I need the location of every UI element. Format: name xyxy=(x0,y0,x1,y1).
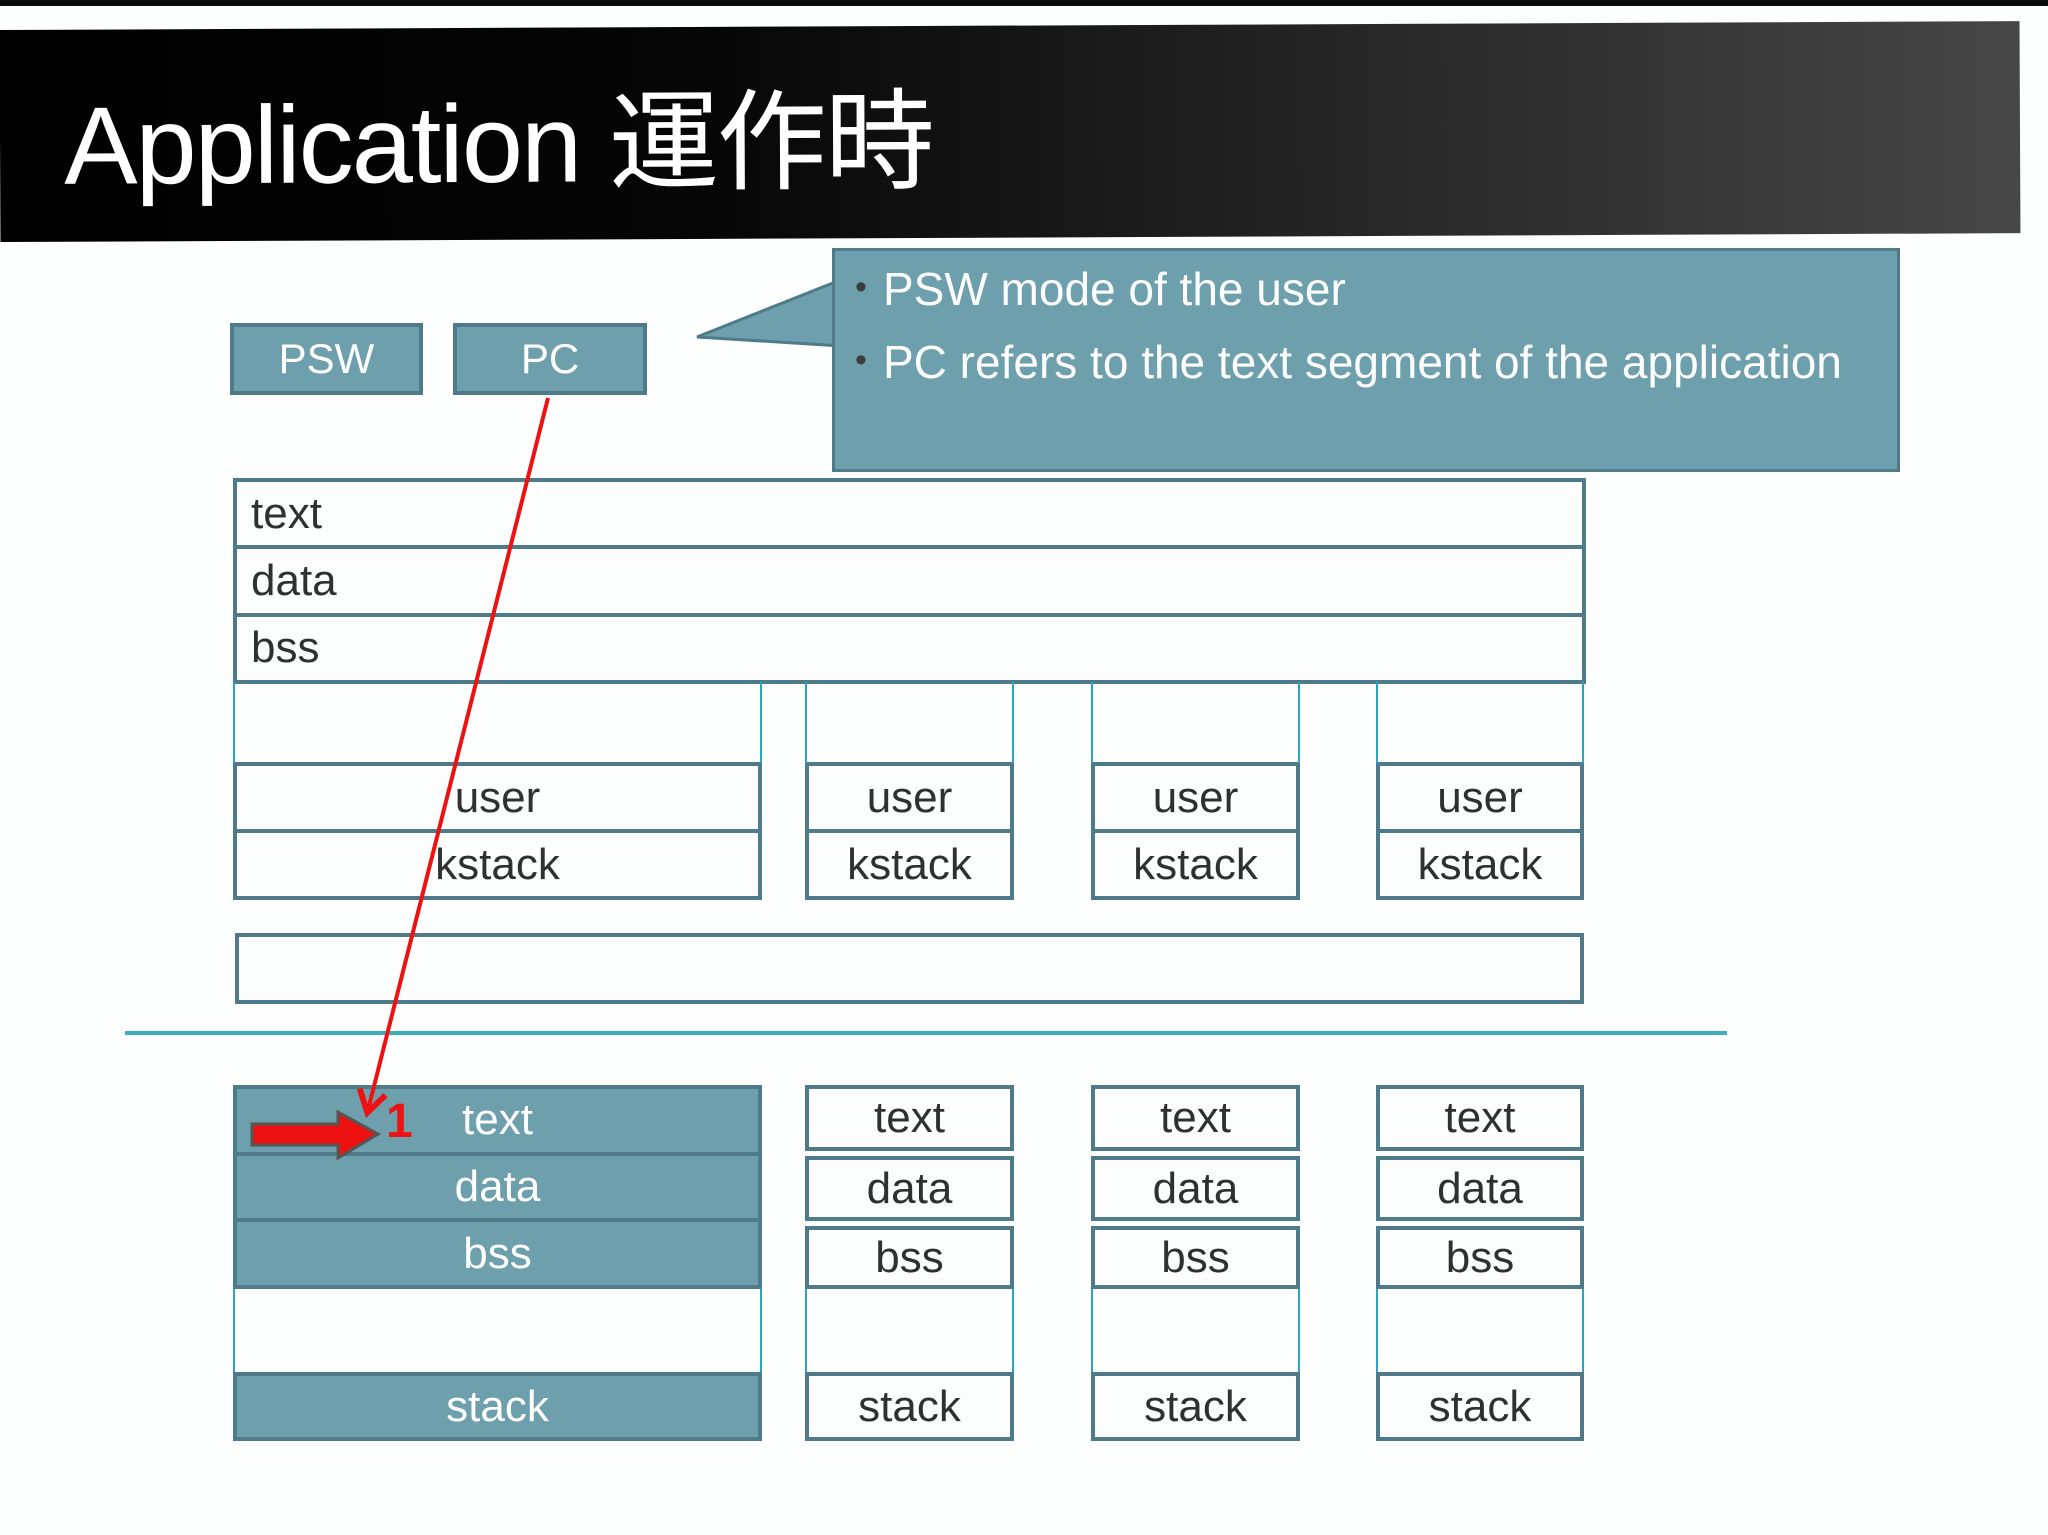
app-3-data-box: data xyxy=(1091,1156,1300,1221)
callout-bullet-list: PSW mode of the user PC refers to the te… xyxy=(853,251,1879,399)
app-segment-data: data xyxy=(237,1151,758,1219)
kstack-label: kstack xyxy=(1417,839,1543,889)
user-label: user xyxy=(1152,772,1239,822)
psw-register-box: PSW xyxy=(230,323,423,395)
app-2-bss-box: bss xyxy=(805,1226,1014,1289)
process-lane-3 xyxy=(1091,682,1300,763)
segment-label: bss xyxy=(251,623,320,673)
segment-label: data xyxy=(454,1162,541,1211)
kstack-label: kstack xyxy=(847,839,972,889)
app-1-segments: text data bss xyxy=(233,1085,762,1289)
user-box: user xyxy=(237,766,758,829)
pc-label: PC xyxy=(520,335,580,382)
user-box: user xyxy=(1380,766,1580,829)
title-banner: Application 運作時 xyxy=(0,21,2021,242)
user-box: user xyxy=(809,766,1010,829)
app-3-text-box: text xyxy=(1091,1085,1300,1151)
kstack-box: kstack xyxy=(237,829,758,896)
process-3-user-kstack: user kstack xyxy=(1091,762,1300,900)
stack-label: stack xyxy=(1428,1381,1532,1431)
kernel-map-table: text data bss xyxy=(233,478,1586,684)
callout-box: PSW mode of the user PC refers to the te… xyxy=(832,248,1900,472)
psw-label: PSW xyxy=(278,335,375,382)
segment-label: data xyxy=(1152,1163,1239,1213)
process-lane-1 xyxy=(233,682,762,763)
app-2-stack-box: stack xyxy=(805,1372,1014,1441)
segment-label: text xyxy=(462,1095,533,1145)
app-4-stack-box: stack xyxy=(1376,1372,1584,1441)
app-segment-bss: bss xyxy=(237,1218,758,1285)
process-lane-4 xyxy=(1376,682,1584,763)
app-3-bss-box: bss xyxy=(1091,1226,1300,1289)
process-1-user-kstack: user kstack xyxy=(233,762,762,900)
app-lane-1 xyxy=(233,1289,762,1372)
kstack-label: kstack xyxy=(1133,839,1258,889)
segment-label: text xyxy=(1160,1093,1231,1142)
stack-label: stack xyxy=(446,1381,549,1431)
segment-label: data xyxy=(866,1163,953,1213)
process-4-user-kstack: user kstack xyxy=(1376,762,1584,900)
segment-row-bss: bss xyxy=(237,612,1582,680)
kstack-box: kstack xyxy=(1095,829,1296,896)
kstack-box: kstack xyxy=(809,829,1010,896)
app-lane-4 xyxy=(1376,1289,1584,1372)
pc-marker: 1 xyxy=(386,1095,413,1148)
app-1-stack-box: stack xyxy=(233,1372,762,1441)
app-3-stack-box: stack xyxy=(1091,1372,1300,1441)
app-lane-2 xyxy=(805,1289,1014,1372)
callout-bullet: PC refers to the text segment of the app… xyxy=(853,324,1879,399)
segment-row-text: text xyxy=(237,482,1582,545)
segment-row-data: data xyxy=(237,545,1582,612)
kstack-box: kstack xyxy=(1380,829,1580,896)
kstack-label: kstack xyxy=(435,839,560,889)
user-label: user xyxy=(1437,772,1523,822)
segment-label: text xyxy=(251,488,322,538)
top-border-strip xyxy=(0,0,2048,6)
segment-label: text xyxy=(1444,1093,1516,1142)
segment-label: data xyxy=(251,555,337,605)
user-label: user xyxy=(866,772,953,822)
process-lane-2 xyxy=(805,682,1014,763)
pc-register-box: PC xyxy=(453,323,647,395)
app-4-data-box: data xyxy=(1376,1156,1584,1221)
callout-bullet: PSW mode of the user xyxy=(853,251,1879,326)
segment-label: text xyxy=(874,1093,945,1142)
user-label: user xyxy=(454,772,541,822)
segment-label: bss xyxy=(875,1232,944,1282)
process-2-user-kstack: user kstack xyxy=(805,762,1014,900)
app-lane-3 xyxy=(1091,1289,1300,1372)
segment-label: bss xyxy=(1445,1232,1515,1282)
segment-label: bss xyxy=(463,1228,532,1278)
segment-label: bss xyxy=(1161,1232,1230,1282)
stack-label: stack xyxy=(1144,1381,1247,1431)
app-2-data-box: data xyxy=(805,1156,1014,1221)
app-segment-text: text xyxy=(237,1089,758,1152)
app-4-text-box: text xyxy=(1376,1085,1584,1151)
wide-empty-box xyxy=(235,933,1584,1004)
stack-label: stack xyxy=(858,1381,961,1431)
segment-label: data xyxy=(1437,1163,1523,1213)
section-divider xyxy=(125,1031,1727,1035)
app-4-bss-box: bss xyxy=(1376,1226,1584,1289)
user-box: user xyxy=(1095,766,1296,829)
page-title: Application 運作時 xyxy=(63,80,934,208)
app-2-text-box: text xyxy=(805,1085,1014,1151)
